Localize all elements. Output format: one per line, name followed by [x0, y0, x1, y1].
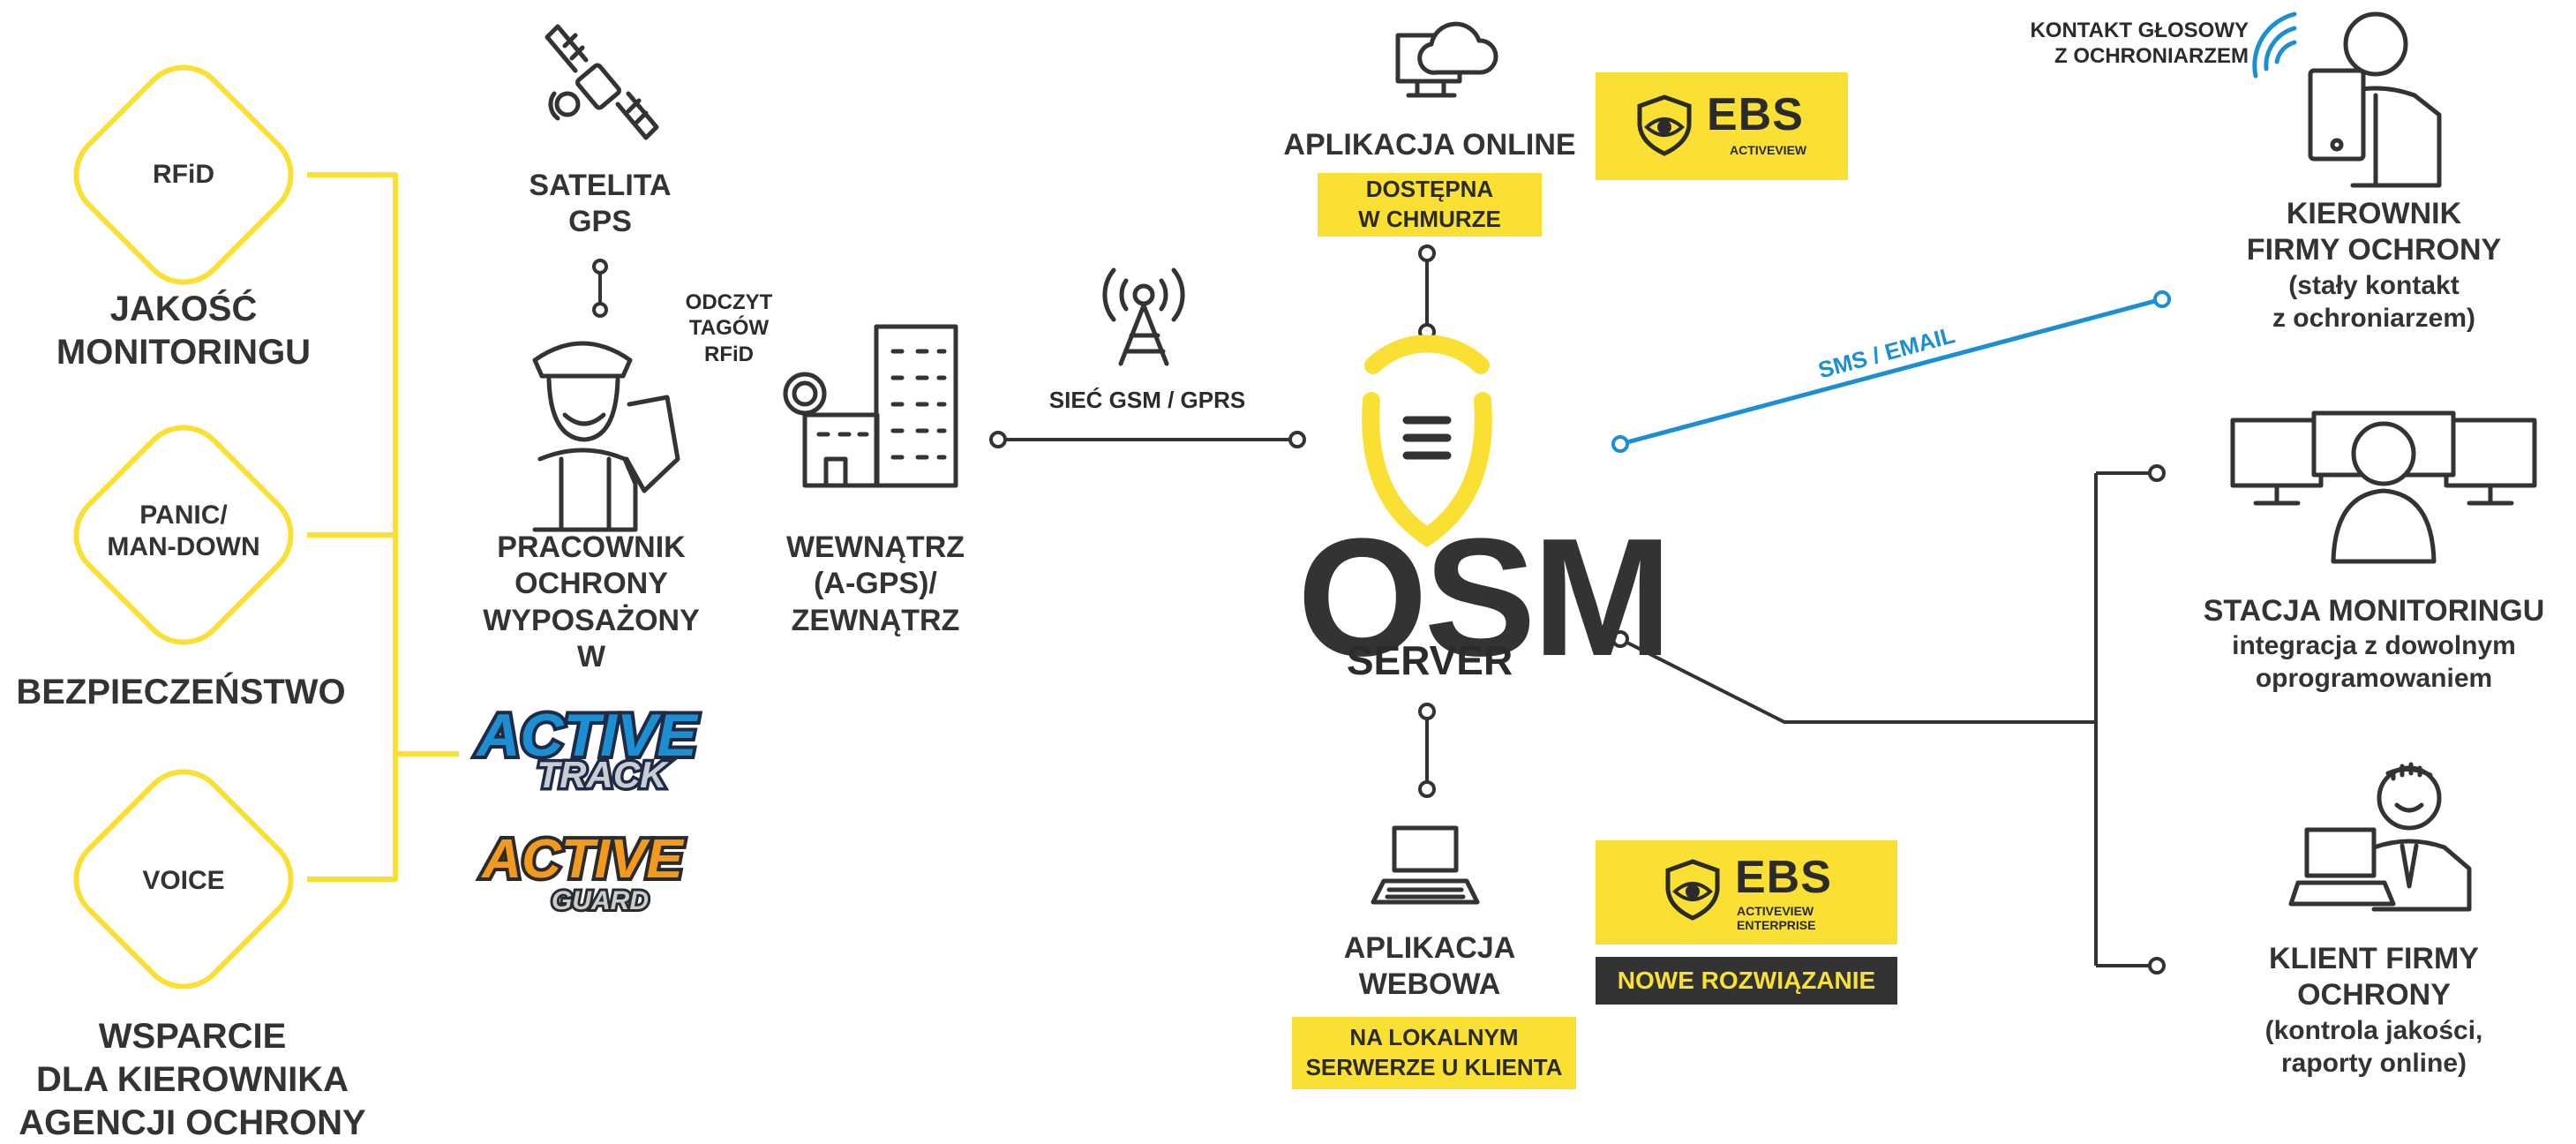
active-guard-logo: ACTIVE GUARD [477, 825, 687, 918]
diamond-label-voice: VOICE [142, 866, 225, 895]
manager-title: KIEROWNIK FIRMY OCHRONY [2246, 197, 2502, 267]
server-label: SERVER [1346, 637, 1513, 683]
client-sub: (kontrola jakości, raporty online) [2264, 1016, 2483, 1078]
monitoring-station-icon [2230, 410, 2537, 564]
ebs-name: EBS [1707, 89, 1804, 140]
client-icon [2288, 762, 2472, 912]
new-solution-tag: NOWE ROZWIĄZANIE [1596, 957, 1897, 1005]
ebs2-name: EBS [1735, 852, 1832, 903]
diamond-panic [73, 425, 294, 645]
security-label: BEZPIECZEŃSTWO [16, 673, 346, 711]
building-icon [783, 324, 958, 488]
active-track-logo: ACTIVE TRACK [471, 698, 702, 799]
cloud-tag: DOSTĘPNA W CHMURZE [1318, 173, 1542, 237]
online-app-label: APLIKACJA ONLINE [1283, 128, 1576, 162]
distribution-line [1619, 471, 2152, 967]
laptop-icon [1371, 825, 1480, 905]
support-label: WSPARCIE DLA KIEROWNIKA AGENCJI OCHRONY [19, 1017, 366, 1142]
antenna-icon [1102, 267, 1185, 366]
ebs-sub: ACTIVEVIEW [1730, 143, 1807, 157]
ebs-enterprise-badge: EBS ACTIVEVIEW ENTERPRISE [1596, 840, 1897, 945]
eye-shield-icon [1665, 859, 1720, 921]
diamond-label-panic: PANIC/ MAN-DOWN [107, 500, 260, 561]
gps-label: SATELITA GPS [529, 169, 672, 239]
ebs2-sub: ACTIVEVIEW ENTERPRISE [1737, 904, 1816, 933]
svg-text:ACTIVE: ACTIVE [480, 829, 684, 890]
svg-text:ACTIVE: ACTIVE [475, 702, 699, 769]
diamond-voice [73, 769, 294, 990]
station-sub: integracja z dowolnym oprogramowaniem [2232, 631, 2516, 693]
svg-text:TRACK: TRACK [537, 754, 670, 795]
osm-title: OSM [1297, 504, 1672, 691]
guard-label: PRACOWNIK OCHRONY WYPOSAŻONY W [483, 531, 700, 674]
left-bracket [307, 172, 459, 882]
local-server-tag: NA LOKALNYM SERWERZE U KLIENTA [1292, 1017, 1576, 1089]
manager-phone-icon [2308, 11, 2442, 188]
web-app-label: APLIKACJA WEBOWA [1343, 931, 1516, 1002]
building-label: WEWNĄTRZ (A-GPS)/ ZEWNĄTRZ [785, 531, 965, 637]
osm-shield-icon [1362, 335, 1492, 548]
diamond-label-rfid: RFiD [153, 160, 214, 189]
ebs-activeview-badge: EBS ACTIVEVIEW [1596, 72, 1848, 180]
wifi-waves-icon [2252, 11, 2297, 79]
station-title: STACJA MONITORINGU [2203, 594, 2545, 628]
gsm-label: SIEĆ GSM / GPRS [1048, 387, 1246, 413]
svg-text:GUARD: GUARD [552, 886, 649, 915]
manager-sub: (stały kontakt z ochroniarzem) [2272, 271, 2476, 333]
security-guard-icon [532, 341, 680, 532]
sms-link [1611, 290, 2171, 453]
cloud-monitor-icon [1395, 21, 1498, 98]
eye-shield-icon [1637, 94, 1692, 156]
quality-label: JAKOŚĆ MONITORINGU [56, 290, 312, 372]
satellite-icon [544, 24, 659, 140]
voice-contact-label: KONTAKT GŁOSOWY Z OCHRONIARZEM [2030, 19, 2249, 69]
diamond-rfid [73, 64, 294, 285]
client-title: KLIENT FIRMY OCHRONY [2269, 942, 2479, 1012]
rfid-read-label: ODCZYT TAGÓW RFiD [685, 290, 773, 366]
